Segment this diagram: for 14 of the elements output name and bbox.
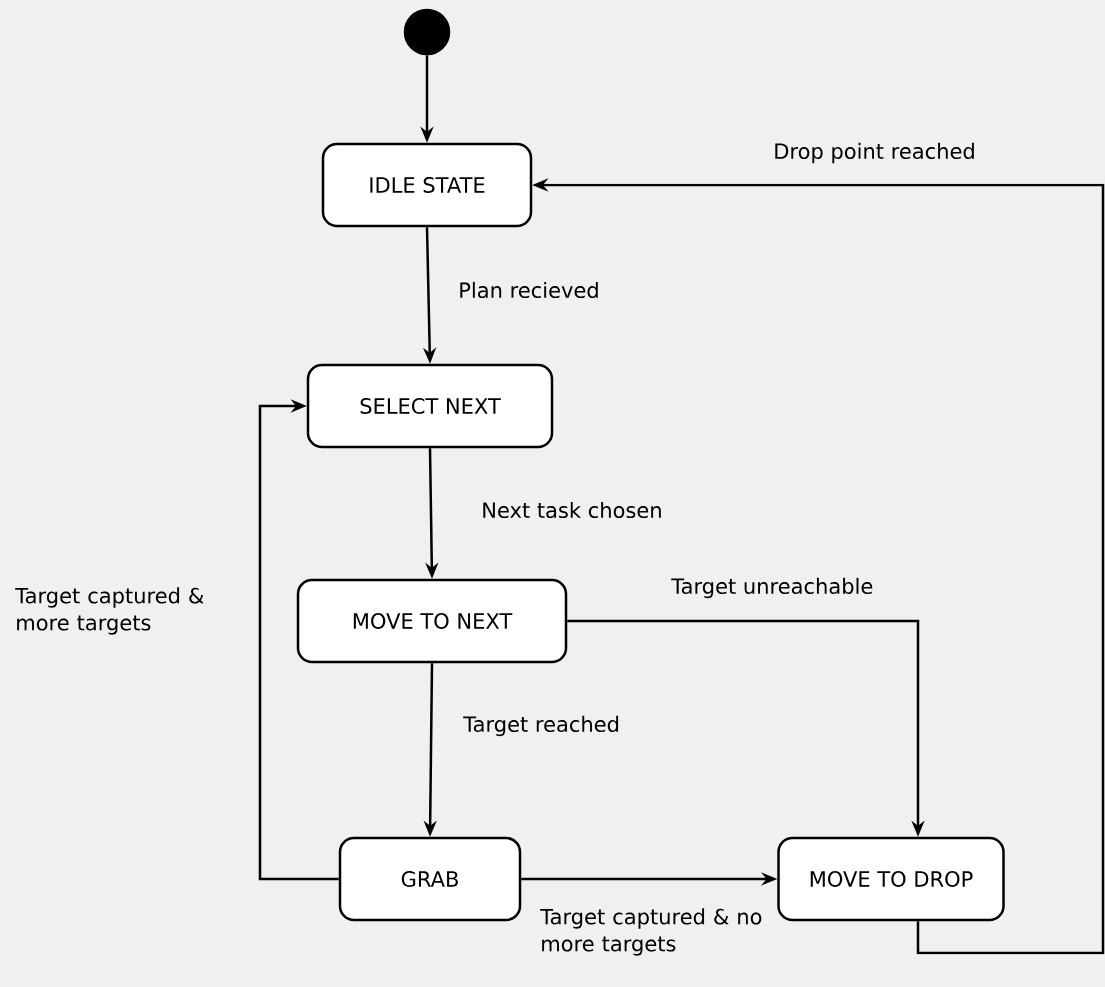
edge-label: Target captured & no more targets: [540, 908, 762, 956]
edge-label: Target unreachable: [671, 577, 873, 599]
start-dot: [403, 8, 451, 56]
edge-label: Drop point reached: [775, 142, 974, 164]
state-box: MOVE TO DROP: [777, 836, 1005, 922]
arrow: [258, 399, 339, 881]
state-box: SELECT NEXT: [306, 363, 554, 449]
edge-label: Plan recieved: [460, 281, 598, 299]
edge-label: Next task chosen: [483, 501, 661, 519]
state-box: GRAB: [338, 836, 522, 922]
state-box: MOVE TO NEXT: [296, 578, 568, 664]
state-box: IDLE STATE: [321, 142, 533, 228]
edge-label: Target reached: [463, 715, 619, 737]
edge-label: Target captured & more targets: [15, 587, 204, 635]
